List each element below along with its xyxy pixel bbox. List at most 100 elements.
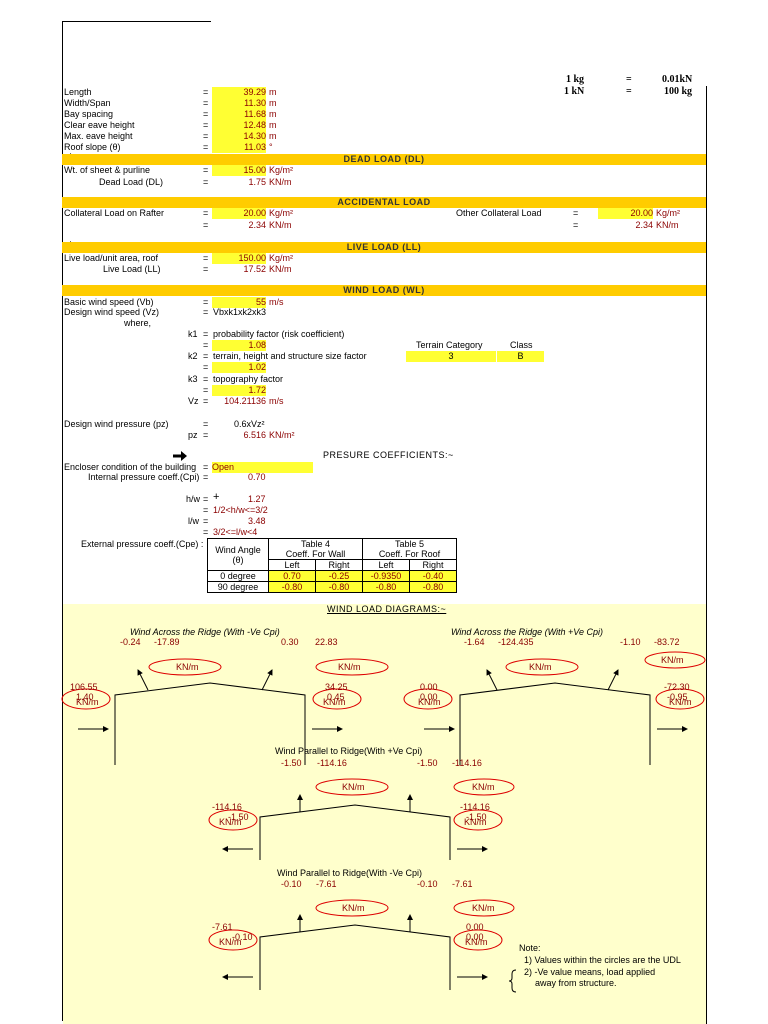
terrain-category-value[interactable]: 3 [406, 351, 496, 362]
d1-unit-2: KN/m [338, 662, 361, 672]
d4-wr-unit: KN/m [465, 937, 488, 947]
d1-rl-cpe: -0.24 [120, 637, 141, 647]
lw-eq2: = [203, 527, 209, 537]
d1-wl-udl: 106.55 [70, 682, 98, 692]
d3-rr-cpe: -1.50 [417, 758, 438, 768]
al-other-row1-eq: = [573, 208, 579, 218]
lw-eq: = [203, 516, 209, 526]
al-row1-value: 20.00 [212, 208, 266, 219]
d1-wl-unit: KN/m [76, 697, 99, 707]
cpi-label: Internal pressure coeff.(Cpi) [88, 472, 200, 482]
d2-rr-cpe: -1.10 [620, 637, 641, 647]
al-other-label: Other Collateral Load [456, 208, 542, 218]
d1-wl-cpe: 1.40 [76, 692, 94, 702]
d2-unit-1: KN/m [529, 662, 552, 672]
d4-rl-udl: -7.61 [316, 879, 337, 889]
wl-where: where, [124, 318, 152, 328]
note-line-3: away from structure. [535, 978, 617, 988]
udl-circle [453, 899, 515, 917]
conv-1-eq: = [626, 74, 632, 85]
d1-wr-udl: 34.25 [325, 682, 348, 692]
d1-wr-unit: KN/m [323, 697, 346, 707]
geo-label: Clear eave height [64, 120, 135, 130]
udl-circle [312, 688, 362, 710]
al-row2-unit: KN/m [269, 220, 292, 230]
k2-eq: = [203, 351, 209, 361]
d3-wl-udl: -114.16 [212, 802, 242, 812]
wl-basic-value: 55 [212, 297, 266, 308]
geo-label: Max. eave height [64, 131, 133, 141]
geo-label: Bay spacing [64, 109, 114, 119]
k2-label: k2 [188, 351, 198, 361]
vz-value: 104.21136 [224, 396, 266, 406]
d1-wr-cpe: 0.45 [327, 692, 345, 702]
load-arrow [261, 669, 273, 691]
d1-rl-udl: -17.89 [154, 637, 180, 647]
udl-circle [208, 809, 258, 831]
wl-basic-label: Basic wind speed (Vb) [64, 297, 154, 307]
k3-text: topography factor [213, 374, 284, 384]
coeff-cell: -0.80 [362, 581, 410, 593]
k3-eq2: = [203, 385, 209, 395]
d3-rr-udl: -114.16 [452, 758, 482, 768]
pressure-formula: 0.6xVz² [234, 419, 265, 429]
geo-eq: = [203, 131, 209, 141]
al-other-row2-eq: = [573, 220, 579, 230]
udl-circle [505, 658, 579, 676]
wl-basic-unit: m/s [269, 297, 284, 307]
table5-header: Table 5 [362, 538, 457, 549]
load-arrow [137, 669, 149, 691]
udl-circle [655, 688, 705, 710]
arrow-right-icon [173, 451, 187, 461]
udl-circle [315, 899, 389, 917]
coeff-cell: -0.80 [409, 581, 457, 593]
load-arrow [486, 669, 498, 691]
pressure-coeff-title: PRESURE COEFFICIENTS:~ [323, 450, 454, 460]
d1-rr-cpe: 0.30 [281, 637, 299, 647]
k2-text: terrain, height and structure size facto… [213, 351, 367, 361]
k3-eq: = [203, 374, 209, 384]
ll-row1-unit: Kg/m² [269, 253, 294, 263]
class-value[interactable]: B [497, 351, 544, 362]
hw-value: 1.27 [248, 494, 266, 504]
k1-label: k1 [188, 329, 198, 339]
hw-sign: + [213, 491, 220, 503]
geo-label: Length [64, 87, 92, 97]
geo-value: 14.30 [212, 131, 266, 142]
terrain-category-label: Terrain Category [416, 340, 483, 350]
k3-label: k3 [188, 374, 198, 384]
pz-eq: = [203, 430, 209, 440]
geo-unit: m [269, 98, 277, 108]
hw-eq2: = [203, 505, 209, 515]
d2-wl-udl: 0.00 [420, 682, 438, 692]
pressure-eq: = [203, 419, 209, 429]
k1-eq: = [203, 329, 209, 339]
al-other-row1-value: 20.00 [598, 208, 653, 219]
vz-eq: = [203, 396, 209, 406]
geo-unit: m [269, 131, 277, 141]
d2-unit-2: KN/m [661, 655, 684, 665]
lw-cond: 3/2<=l/w<4 [213, 527, 258, 537]
k2-eq2: = [203, 362, 209, 372]
conv-1-left: 1 kg [566, 74, 585, 85]
enclosure-label: Encloser condition of the building [64, 462, 197, 472]
table-row: 90 degree -0.80 -0.80 -0.80 -0.80 [207, 581, 457, 593]
dead-load-header: DEAD LOAD (DL) [62, 154, 706, 165]
d2-wr-cpe: -0.95 [667, 692, 688, 702]
geo-eq: = [203, 120, 209, 130]
enclosure-value[interactable]: Open [212, 462, 313, 473]
al-row1-eq: = [203, 208, 209, 218]
al-other-row2-unit: KN/m [656, 220, 679, 230]
geo-unit: m [269, 109, 277, 119]
d3-rl-udl: -114.16 [317, 758, 347, 768]
d2-rl-udl: -124.435 [498, 637, 534, 647]
conv-2-right: 100 kg [664, 86, 693, 97]
d2-wr-udl: -72.30 [664, 682, 690, 692]
k1-value: 1.08 [212, 340, 266, 351]
geo-label: Width/Span [64, 98, 111, 108]
portal-frame-1 [114, 682, 306, 765]
al-row1-label: Collateral Load on Rafter [64, 208, 165, 218]
geo-value: 11.68 [212, 109, 266, 120]
k1-text: probability factor (risk coefficient) [213, 329, 345, 339]
wl-basic-eq: = [203, 297, 209, 307]
